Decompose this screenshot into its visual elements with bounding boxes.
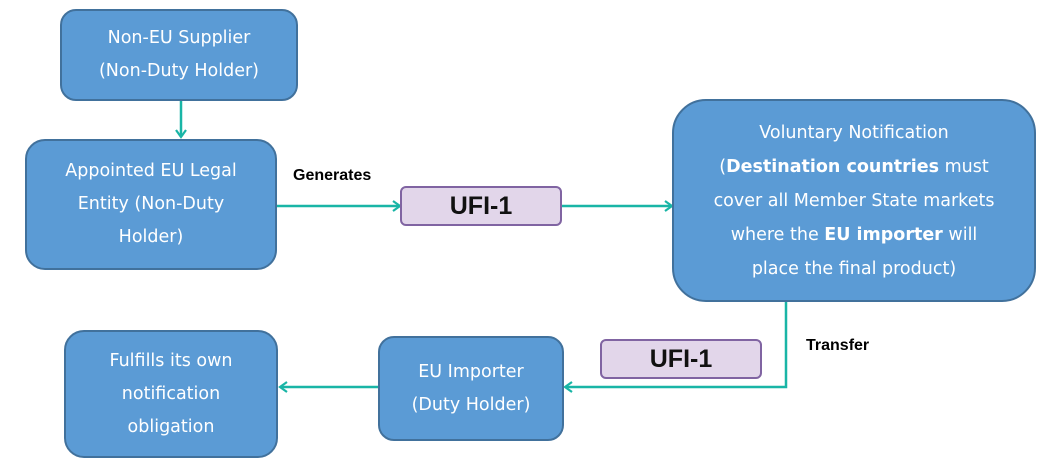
voluntary-line-2-rest: must	[939, 156, 989, 177]
node-fulfills-obligation: Fulfills its own notification obligation	[64, 330, 278, 458]
ufi-tag-bottom: UFI-1	[600, 339, 762, 379]
voluntary-line-2: (Destination countries must	[714, 150, 995, 184]
arrow-voluntary-to-importer	[563, 302, 788, 393]
voluntary-line-4-rest: will	[942, 224, 978, 245]
fulfills-line-1: Fulfills its own	[109, 350, 233, 371]
eu-importer-emphasis: EU importer	[824, 224, 943, 245]
legal-entity-line-2: Entity (Non-Duty	[77, 194, 225, 214]
voluntary-paren: (	[719, 156, 727, 177]
edge-label-transfer: Transfer	[806, 337, 870, 354]
destination-countries-emphasis: Destination countries	[726, 156, 940, 177]
importer-line-1: EU Importer	[418, 361, 524, 382]
ufi-tag-top: UFI-1	[400, 186, 562, 226]
voluntary-line-3: cover all Member State markets	[713, 190, 995, 211]
node-voluntary-notification: Voluntary Notification (Destination coun…	[672, 99, 1036, 302]
supplier-line-1: Non-EU Supplier	[107, 28, 251, 48]
legal-entity-line-1: Appointed EU Legal	[65, 161, 237, 181]
voluntary-line-4: where the EU importer will	[714, 218, 995, 252]
importer-line-2: (Duty Holder)	[411, 394, 531, 415]
legal-entity-line-3: Holder)	[118, 227, 184, 247]
node-eu-importer: EU Importer (Duty Holder)	[378, 336, 564, 441]
supplier-line-2: (Non-Duty Holder)	[98, 61, 259, 81]
node-appointed-eu-legal-entity: Appointed EU Legal Entity (Non-Duty Hold…	[25, 139, 277, 270]
voluntary-line-5: place the final product)	[751, 258, 957, 279]
voluntary-line-1: Voluntary Notification	[759, 122, 949, 143]
edge-label-generates: Generates	[293, 167, 372, 184]
fulfills-line-3: obligation	[127, 416, 215, 437]
node-non-eu-supplier: Non-EU Supplier (Non-Duty Holder)	[60, 9, 298, 101]
voluntary-line-4-pre: where the	[730, 224, 825, 245]
fulfills-line-2: notification	[121, 383, 221, 404]
